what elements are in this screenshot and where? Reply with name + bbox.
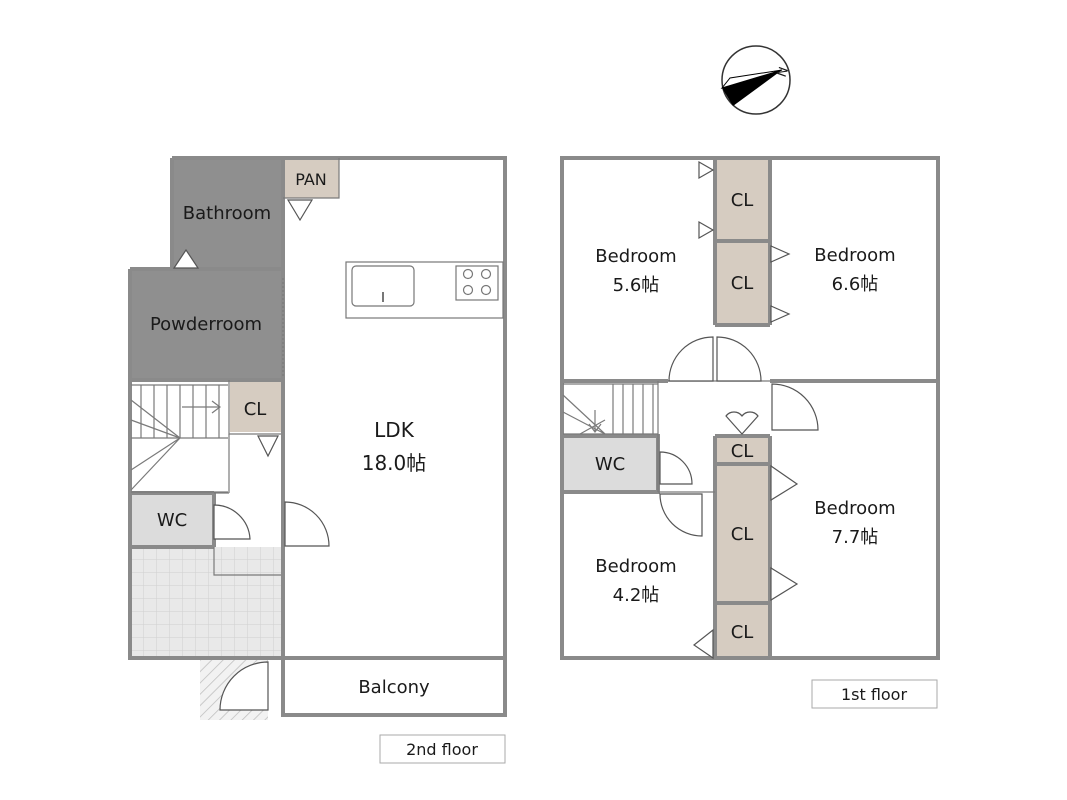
bedroom-ne-label: Bedroom (814, 245, 895, 266)
second-floor-caption-box (379, 734, 506, 764)
first-floor-caption: 1st floor (841, 685, 908, 704)
ldk-size-label: 18.0帖 (362, 451, 427, 475)
bathroom-label: Bathroom (183, 203, 271, 224)
cl-3-label: CL (731, 441, 754, 462)
cl-2-fill (716, 243, 769, 323)
second-floor-caption: 2nd floor (406, 740, 478, 759)
bedroom-sw-size: 4.2帖 (613, 585, 660, 606)
entrance-tile (131, 547, 282, 658)
first-floor-caption-box (811, 679, 938, 709)
balcony-label: Balcony (358, 677, 430, 698)
cl-4-fill (716, 465, 769, 602)
bathroom-fill (172, 158, 283, 269)
wc-1f-fill (563, 438, 658, 490)
cl-2-label: CL (731, 273, 754, 294)
bedroom-nw-label: Bedroom (595, 246, 676, 267)
bedroom-ne-size: 6.6帖 (832, 274, 879, 295)
cl-5-fill (716, 605, 769, 658)
wc-2f-fill (131, 495, 213, 545)
pantry-label: PAN (295, 170, 327, 189)
closet-2f-fill (230, 382, 281, 432)
cl-1-label: CL (731, 190, 754, 211)
kitchen-counter (345, 261, 504, 319)
bedroom-se-label: Bedroom (814, 498, 895, 519)
bedroom-sw-label: Bedroom (595, 556, 676, 577)
closet-2f-label: CL (244, 399, 267, 420)
wc-1f-label: WC (595, 454, 625, 475)
cl-1-fill (716, 160, 769, 239)
ldk-label: LDK (374, 418, 415, 442)
bedroom-nw-size: 5.6帖 (613, 275, 660, 296)
cl-3-fill (716, 437, 769, 463)
compass: N (720, 45, 792, 115)
pantry-fill (284, 160, 339, 198)
stairs-2f (130, 384, 228, 493)
cl-5-label: CL (731, 622, 754, 643)
powderroom-label: Powderroom (150, 314, 262, 335)
wc-2f-label: WC (157, 510, 187, 531)
cl-4-label: CL (731, 524, 754, 545)
second-floor-plan: PAN Bathroom Powderroom CL WC LDK 18.0帖 … (128, 156, 507, 764)
stairs-1f (562, 383, 658, 435)
compass-north-label: N (775, 65, 792, 79)
bedroom-se-size: 7.7帖 (832, 527, 879, 548)
first-floor-plan: Bedroom 5.6帖 Bedroom 6.6帖 Bedroom 7.7帖 B… (560, 156, 940, 709)
powderroom-fill (130, 269, 282, 380)
